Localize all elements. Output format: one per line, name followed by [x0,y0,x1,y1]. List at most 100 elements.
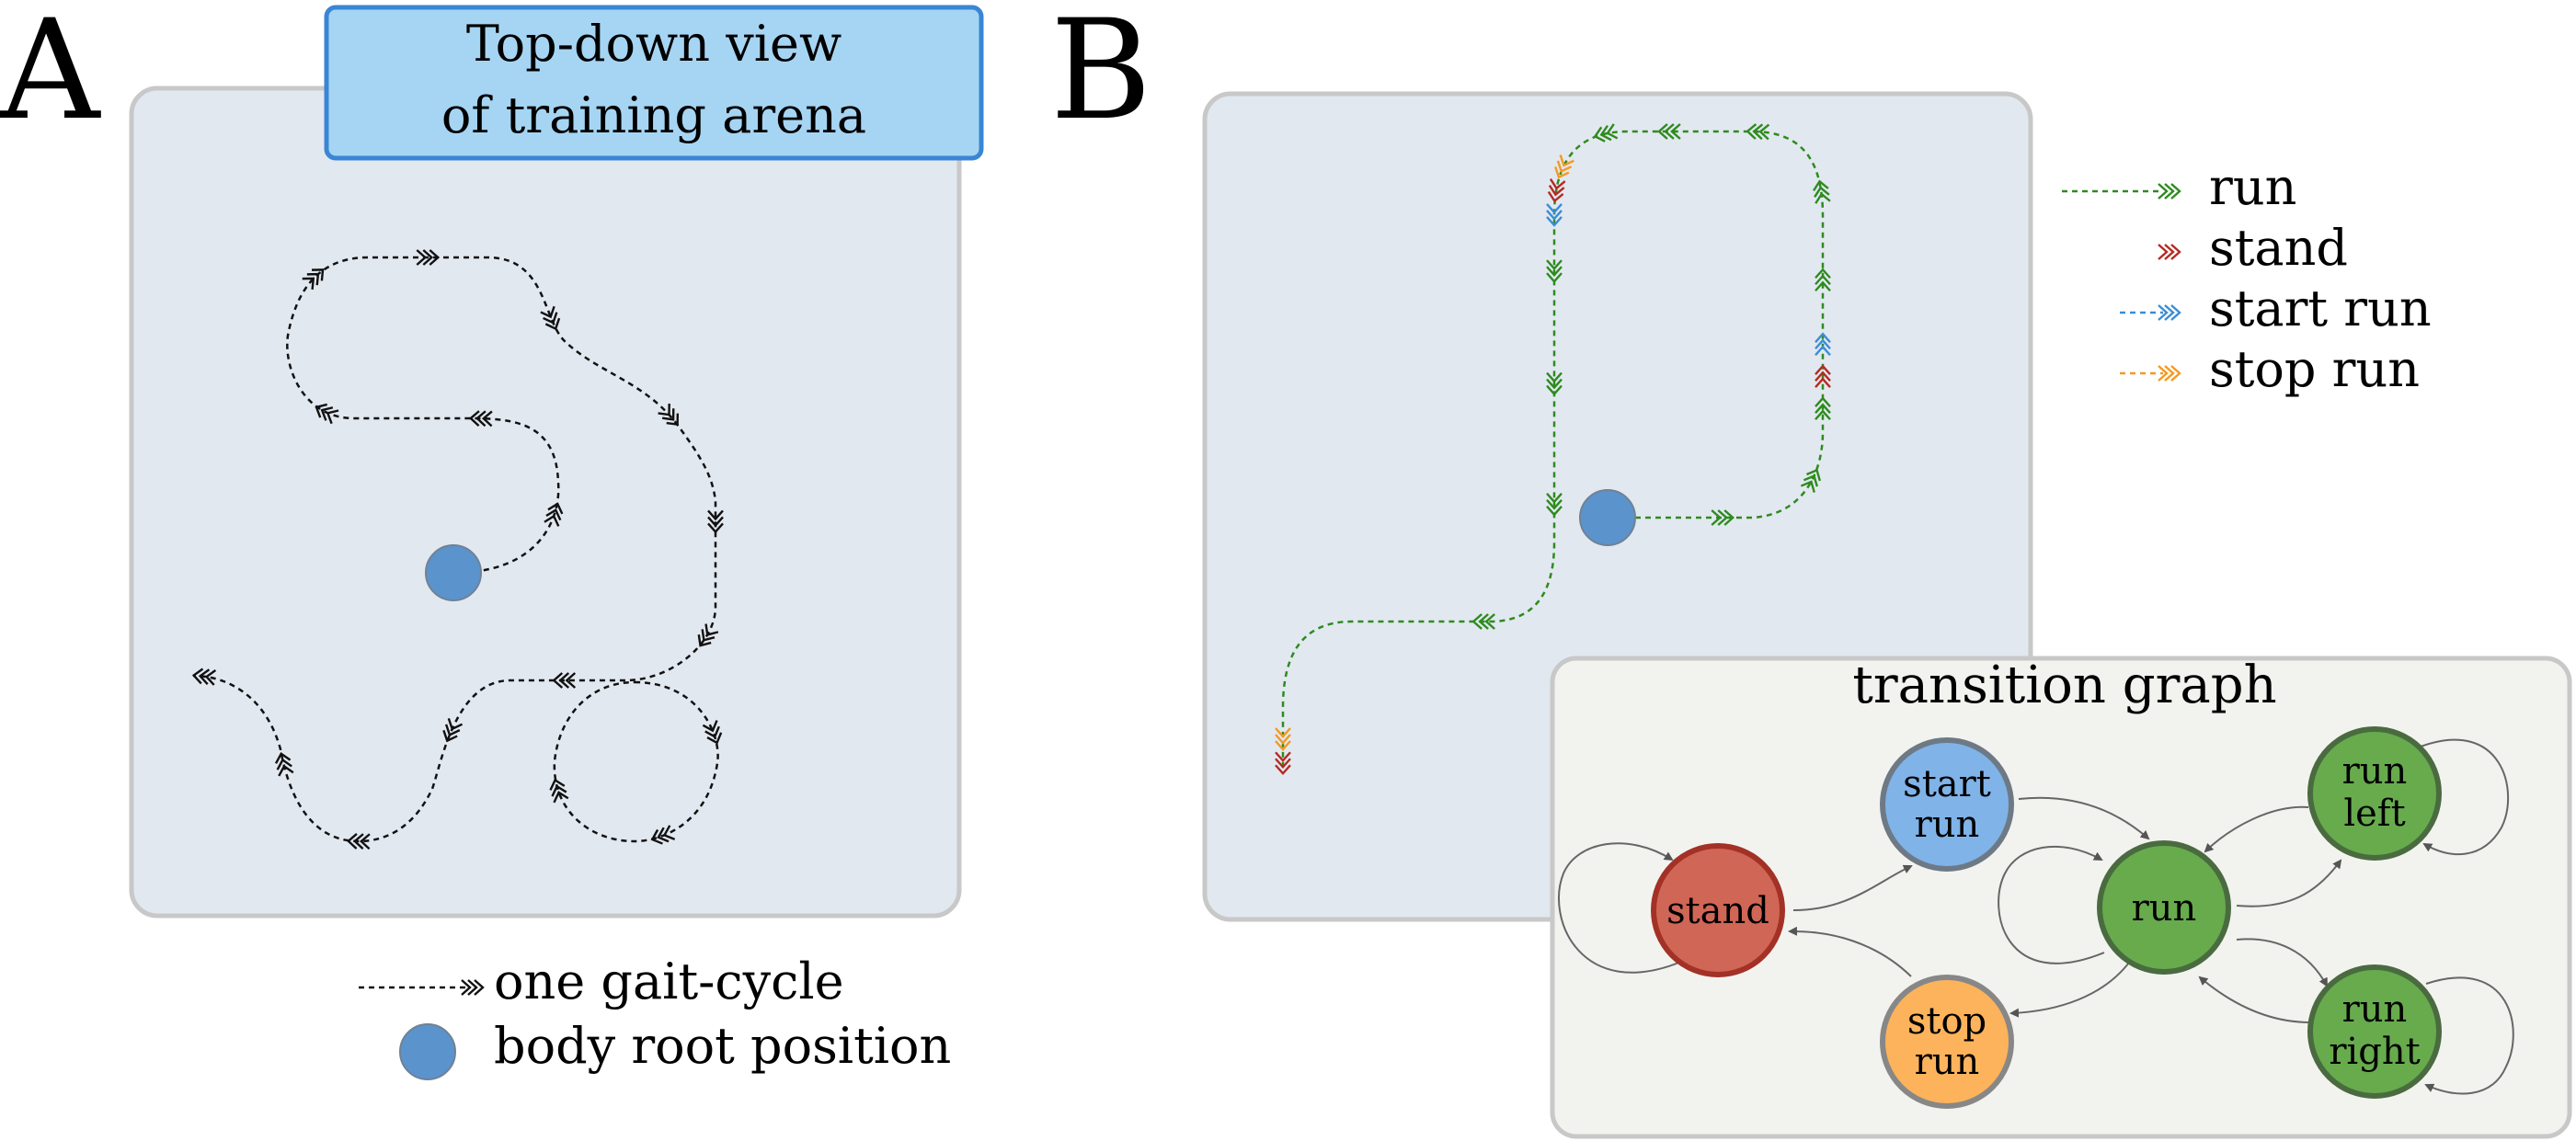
node-run-label: run [2132,887,2197,930]
node-stand: stand [1651,843,1785,977]
edge-start-to-run [2018,796,2150,840]
legend-gait-cycle-label: one gait-cycle [494,953,844,1010]
motion-chevron-2 [1800,468,1822,493]
edge-run-to-stop [2009,955,2135,1018]
node-start-run-label-1: start [1903,763,1991,805]
legend-start-run-chevron [2158,304,2181,321]
legend-run-chevron [2158,183,2181,200]
motion-chevron-3 [1815,396,1831,421]
gait-chevron-14 [191,667,217,686]
motion-chevron-13 [1546,203,1563,227]
legend-b-chevrons [2158,183,2181,382]
legend-b: run stand start run stop run [2062,158,2432,398]
gait-chevron-12 [346,833,371,850]
title-line-2: of training arena [441,86,866,144]
loop-chevron-2 [650,825,676,845]
title-line-1: Top-down view [466,15,841,73]
gait-chevron-3 [315,403,339,425]
legend-stop-run-chevron [2158,365,2181,382]
motion-chevron-11 [1554,154,1574,179]
node-run-right-label-1: run [2342,988,2408,1031]
self-loop-run [1998,845,2105,964]
legend-a-chevron [461,979,485,996]
node-stand-circle [1651,843,1785,977]
motion-chevron-16 [1546,493,1563,517]
gait-chevron-5 [416,249,441,266]
node-run-right-circle [2307,964,2442,1099]
motion-chevron-5 [1815,332,1831,357]
edge-right-to-run [2198,976,2311,1023]
self-loop-stand [1558,842,1682,974]
legend-root-dot [399,1023,456,1080]
motion-chevron-14 [1546,259,1563,283]
gait-chevron-1 [544,502,564,527]
root-dot-a [425,544,482,601]
edge-run-to-right [2236,938,2328,987]
root-dot-b [1579,489,1636,546]
panel-a: A Top-down view of training arena one ga… [0,0,984,1080]
panel-a-letter: A [0,0,101,151]
legend-stand-label: stand [2209,219,2348,277]
graph-edges [1558,738,2514,1095]
gait-chevron-6 [540,305,561,331]
motion-chevron-4 [1815,364,1831,389]
motion-chevron-8 [1746,123,1770,141]
node-start-run: start run [1880,737,2014,872]
edge-run-to-left [2236,859,2342,907]
legend-stop-run-label: stop run [2209,340,2420,398]
node-run-circle [2097,840,2231,975]
legend-root-position-label: body root position [494,1017,951,1075]
motion-chevron-1 [1711,509,1735,526]
node-stop-run-circle [1880,975,2014,1109]
gait-chevron-7 [658,403,680,427]
node-run-right: run right [2307,964,2442,1099]
motion-chevron-18 [1275,727,1291,751]
gait-chevron-11 [442,718,464,743]
title-box [324,5,984,161]
edge-stand-to-start [1792,864,1913,911]
loop-chevron-3 [549,778,569,804]
node-stand-label: stand [1666,890,1769,932]
motion-chevron-7 [1813,179,1831,204]
motion-chevron-9 [1657,123,1681,140]
gait-chevron-2 [468,410,493,428]
arena-a [129,86,962,919]
node-run-left-label-2: left [2343,793,2405,835]
motion-chevron-17 [1471,613,1495,630]
gait-chevron-13 [274,751,294,777]
motion-chevron-15 [1546,371,1563,396]
motion-chevron-12 [1547,178,1566,203]
loop-a [553,680,719,843]
node-start-run-circle [1880,737,2014,872]
node-start-run-label-2: run [1915,804,1980,846]
transition-graph-title: transition graph [1852,656,2276,715]
gait-chevron-8 [707,509,724,534]
node-run-left: run left [2307,726,2442,861]
edge-left-to-run [2204,805,2309,853]
node-stop-run: stop run [1880,975,2014,1109]
panel-b-letter: B [1050,0,1151,151]
motion-markers-b [1275,123,1831,776]
self-loop-run-left [2420,738,2509,855]
self-loop-run-right [2424,976,2514,1095]
trajectory-b [1281,130,1825,772]
legend-run-label: run [2209,158,2296,216]
panel-b: B run stand start run stop run transitio… [1050,0,2572,1139]
node-stop-run-label-1: stop [1907,1000,1986,1043]
legend-stand-chevron [2158,244,2181,260]
motion-chevron-10 [1593,123,1619,143]
motion-chevron-6 [1815,268,1831,292]
motion-chevron-19 [1275,751,1291,776]
transition-graph: transition graph stand [1550,656,2572,1139]
edge-stop-to-stand [1788,926,1912,977]
gait-chevron-10 [552,672,577,689]
loop-chevron-1 [702,720,723,745]
gait-cycle-legend-chevron [461,979,485,996]
gait-chevron-4 [302,268,325,290]
node-run: run [2097,840,2231,975]
gait-cycle-markers-a [191,249,724,850]
gait-chevron-9 [697,623,719,647]
node-run-left-label-1: run [2342,750,2408,793]
legend-start-run-label: start run [2209,280,2432,337]
